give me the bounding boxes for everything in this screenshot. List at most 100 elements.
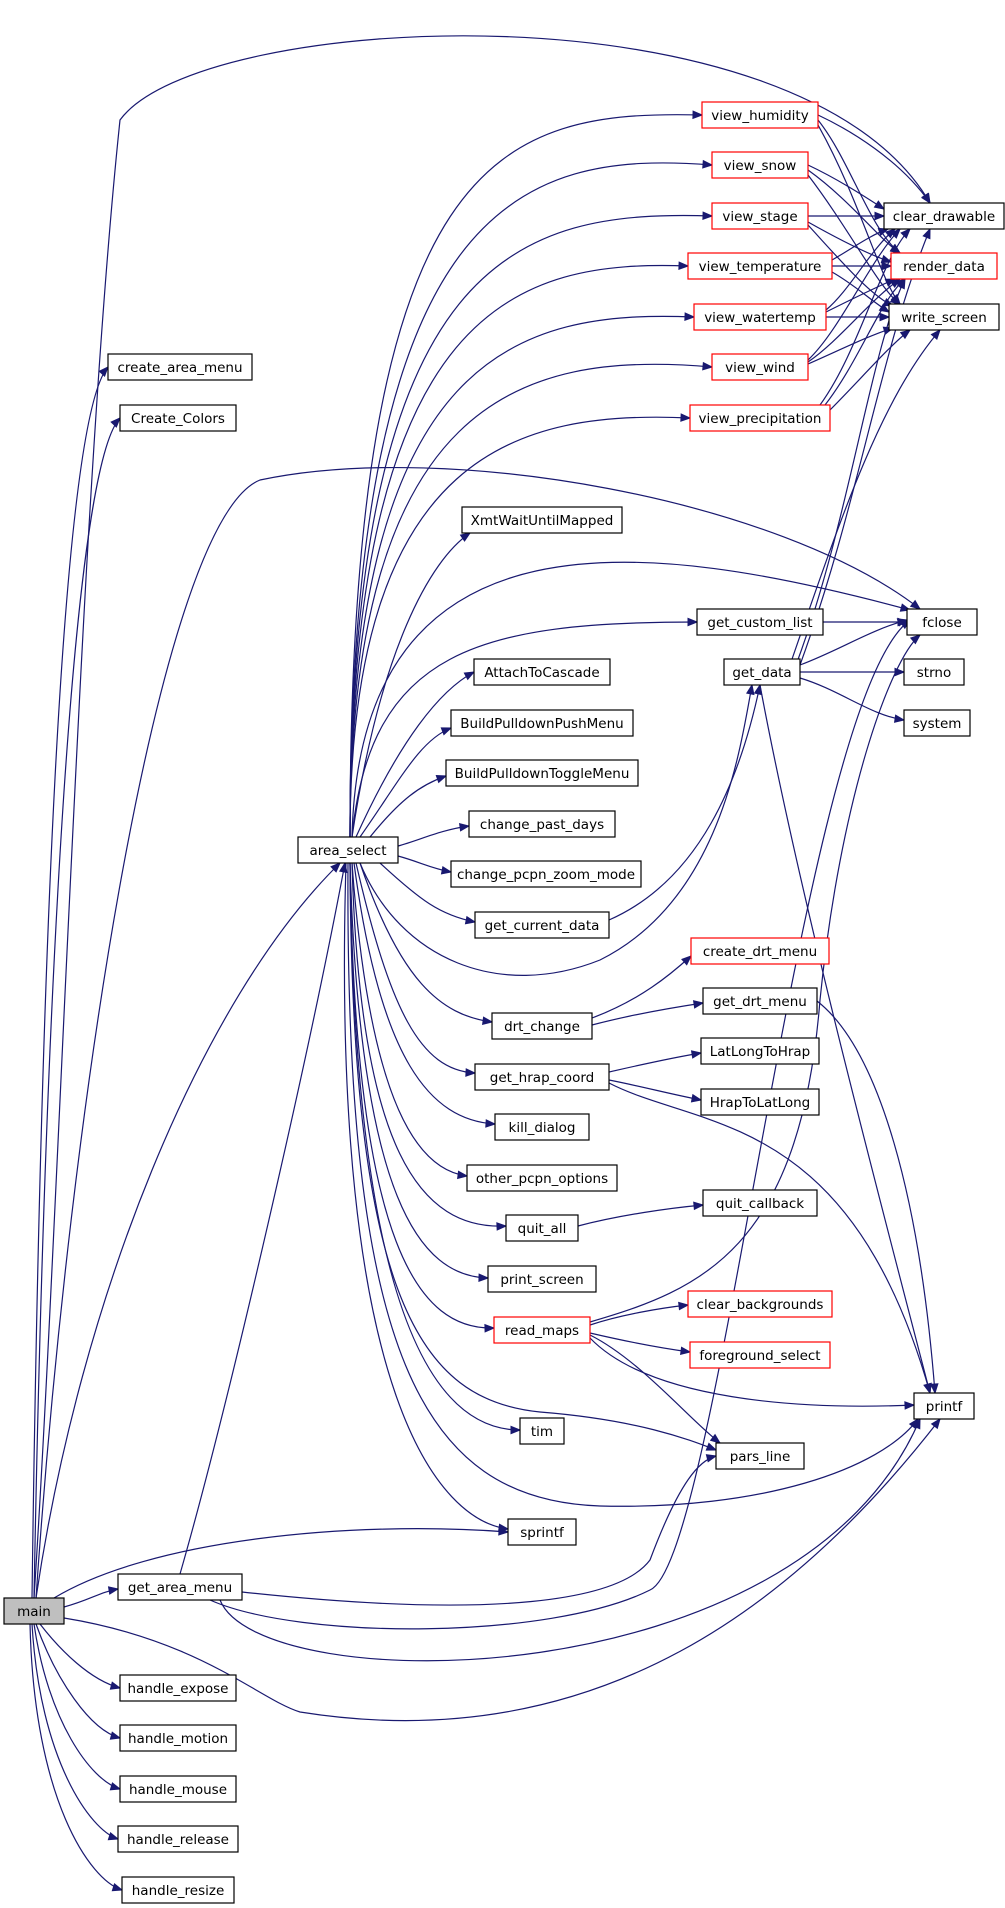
edge-arrowhead	[681, 955, 692, 966]
node-quit_all[interactable]: quit_all	[505, 1214, 579, 1242]
node-handle_motion[interactable]: handle_motion	[119, 1724, 237, 1752]
node-system[interactable]: system	[903, 709, 971, 737]
node-box	[119, 404, 237, 432]
node-box	[117, 1573, 243, 1601]
edge-arrowhead	[753, 683, 763, 696]
edge-line	[219, 1418, 921, 1662]
node-drt_change[interactable]: drt_change	[491, 1012, 593, 1040]
edge-arrowhead	[690, 1050, 703, 1059]
node-get_custom_list[interactable]: get_custom_list	[696, 608, 824, 636]
node-label: get_data	[732, 665, 791, 681]
node-read_maps[interactable]: read_maps	[493, 1316, 591, 1344]
node-create_drt_menu[interactable]: create_drt_menu	[690, 937, 830, 965]
node-BuildPulldownPushMenu[interactable]: BuildPulldownPushMenu	[450, 709, 634, 737]
node-change_past_days[interactable]: change_past_days	[468, 810, 616, 838]
node-view_stage[interactable]: view_stage	[711, 202, 809, 230]
node-printf[interactable]: printf	[913, 1392, 975, 1420]
edge-view_wind-to-clear_drawable	[807, 228, 901, 361]
edge-area_select-to-get_custom_list	[351, 617, 699, 838]
node-create_area_menu[interactable]: create_area_menu	[107, 353, 253, 381]
edge-line	[589, 1334, 721, 1444]
node-XmtWaitUntilMapped[interactable]: XmtWaitUntilMapped	[461, 506, 623, 534]
node-label: view_precipitation	[699, 411, 822, 427]
node-box	[690, 937, 830, 965]
node-handle_resize[interactable]: handle_resize	[121, 1876, 235, 1904]
node-HrapToLatLong[interactable]: HrapToLatLong	[700, 1088, 820, 1116]
edge-arrowhead	[746, 683, 755, 696]
node-view_watertemp[interactable]: view_watertemp	[693, 303, 827, 331]
edge-area_select-to-view_watertemp	[349, 312, 696, 838]
node-change_pcpn_zoom_mode[interactable]: change_pcpn_zoom_mode	[450, 860, 642, 888]
node-view_temperature[interactable]: view_temperature	[687, 252, 833, 280]
node-LatLongToHrap[interactable]: LatLongToHrap	[700, 1037, 820, 1065]
node-box	[906, 608, 978, 636]
edge-line	[591, 955, 692, 1019]
edge-line	[349, 862, 489, 1279]
node-pars_line[interactable]: pars_line	[715, 1442, 805, 1470]
node-foreground_select[interactable]: foreground_select	[689, 1341, 831, 1369]
node-label: AttachToCascade	[484, 665, 599, 681]
graph-edges	[29, 35, 941, 1892]
node-quit_callback[interactable]: quit_callback	[702, 1189, 818, 1217]
node-label: HrapToLatLong	[710, 1095, 811, 1111]
edge-line	[35, 466, 921, 1599]
node-AttachToCascade[interactable]: AttachToCascade	[473, 658, 611, 686]
edge-line	[347, 862, 919, 1507]
node-label: drt_change	[504, 1019, 580, 1035]
node-kill_dialog[interactable]: kill_dialog	[494, 1113, 590, 1141]
node-sprintf[interactable]: sprintf	[507, 1518, 577, 1546]
node-view_wind[interactable]: view_wind	[711, 353, 809, 381]
node-label: fclose	[922, 615, 962, 631]
node-box	[297, 836, 399, 864]
node-render_data[interactable]: render_data	[890, 252, 998, 280]
node-get_hrap_coord[interactable]: get_hrap_coord	[474, 1063, 610, 1091]
edge-read_maps-to-pars_line	[589, 1334, 722, 1444]
node-view_snow[interactable]: view_snow	[711, 151, 809, 179]
edge-drt_change-to-create_drt_menu	[591, 955, 692, 1019]
node-write_screen[interactable]: write_screen	[888, 303, 1000, 331]
edge-area_select-to-read_maps	[349, 862, 496, 1333]
edge-arrowhead	[678, 1301, 690, 1311]
node-box	[473, 658, 611, 686]
node-get_current_data[interactable]: get_current_data	[474, 911, 610, 939]
edge-area_select-to-get_hrap_coord	[355, 862, 477, 1077]
edge-get_hrap_coord-to-HrapToLatLong	[608, 1079, 703, 1103]
edge-main-to-get_area_menu	[63, 1586, 120, 1608]
edge-area_select-to-BuildPulldownToggleMenu	[369, 775, 448, 838]
node-label: XmtWaitUntilMapped	[471, 513, 614, 529]
node-view_precipitation[interactable]: view_precipitation	[689, 404, 831, 432]
node-area_select[interactable]: area_select	[297, 836, 399, 864]
node-other_pcpn_options[interactable]: other_pcpn_options	[466, 1164, 618, 1192]
node-handle_release[interactable]: handle_release	[117, 1825, 239, 1853]
node-main[interactable]: main	[3, 1597, 65, 1625]
node-handle_expose[interactable]: handle_expose	[119, 1674, 237, 1702]
node-label: strno	[917, 665, 951, 681]
edge-main-to-printf	[63, 1417, 941, 1722]
node-print_screen[interactable]: print_screen	[487, 1265, 597, 1293]
node-tim[interactable]: tim	[519, 1417, 565, 1445]
node-fclose[interactable]: fclose	[906, 608, 978, 636]
node-get_area_menu[interactable]: get_area_menu	[117, 1573, 243, 1601]
edge-arrowhead	[440, 727, 453, 736]
edge-main-to-handle_expose	[39, 1623, 122, 1690]
edge-arrowhead	[457, 1170, 469, 1180]
node-clear_backgrounds[interactable]: clear_backgrounds	[687, 1290, 833, 1318]
node-label: create_area_menu	[117, 360, 242, 376]
node-get_data[interactable]: get_data	[723, 658, 801, 686]
edge-get_hrap_coord-to-LatLongToHrap	[608, 1050, 703, 1073]
node-clear_drawable[interactable]: clear_drawable	[883, 202, 1005, 230]
edge-view_stage-to-clear_drawable	[808, 211, 886, 221]
node-get_drt_menu[interactable]: get_drt_menu	[702, 987, 818, 1015]
node-BuildPulldownToggleMenu[interactable]: BuildPulldownToggleMenu	[445, 759, 639, 787]
edge-area_select-to-fclose	[351, 561, 912, 838]
node-strno[interactable]: strno	[903, 658, 965, 686]
node-Create_Colors[interactable]: Create_Colors	[119, 404, 237, 432]
node-box	[883, 202, 1005, 230]
node-handle_mouse[interactable]: handle_mouse	[119, 1775, 237, 1803]
edge-view_snow-to-clear_drawable	[807, 164, 886, 210]
edge-area_select-to-view_snow	[349, 159, 714, 838]
edge-arrowhead	[680, 413, 692, 422]
edge-arrowhead	[908, 1417, 919, 1430]
node-view_humidity[interactable]: view_humidity	[701, 101, 819, 129]
